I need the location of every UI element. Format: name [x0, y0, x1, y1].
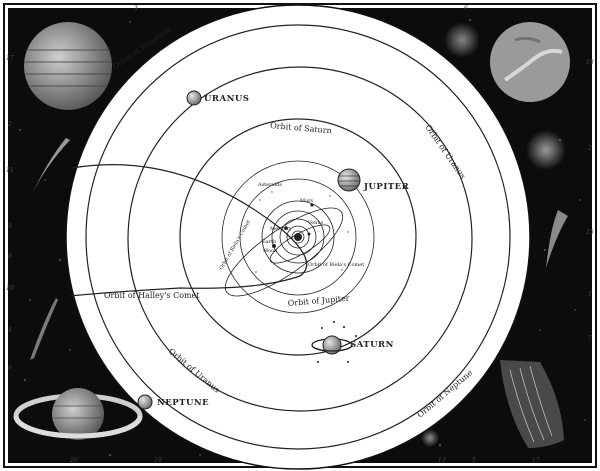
label-saturn: SATURN	[350, 340, 394, 350]
label-neptune: NEPTUNE	[157, 398, 209, 408]
margin-number: 19	[154, 457, 162, 464]
orbit-saturn	[127, 66, 473, 412]
planet-saturn	[311, 321, 357, 363]
star-field	[19, 19, 586, 456]
label-mercury: Mercury	[270, 226, 292, 232]
orbit-mercury	[286, 225, 310, 249]
margin-number: 10	[6, 285, 14, 292]
large-planet-top-left	[24, 22, 112, 110]
margin-number: 20	[69, 457, 78, 464]
margin-number: 18	[586, 59, 594, 66]
margin-number: 8	[8, 253, 12, 260]
planet-uranus	[186, 90, 202, 106]
small-star-glow	[421, 429, 439, 447]
ringed-planet-bottom-left	[13, 388, 143, 440]
comet-right	[546, 210, 568, 268]
orbit-uranus	[85, 24, 511, 450]
orbits	[69, 24, 511, 450]
label-venus: Venus	[307, 220, 324, 226]
label-orbit-halley: Orbit of Halley's Comet	[104, 291, 200, 300]
margin-number: 6	[8, 365, 12, 372]
planet-mercury	[307, 232, 311, 236]
planet-earth	[272, 244, 276, 248]
orbit-asteroids	[239, 178, 357, 296]
label-jupiter: JUPITER	[363, 182, 410, 192]
orbit-venus	[279, 218, 317, 256]
comet-left-2	[30, 298, 58, 360]
margin-number: 4	[7, 327, 12, 334]
large-planet-top-right	[490, 22, 570, 102]
label-moon: Moon	[263, 248, 278, 254]
margin-number: 2	[587, 145, 592, 152]
asteroid-dots	[255, 191, 349, 273]
margin-number: 6	[464, 5, 468, 12]
label-mars: Mars	[300, 198, 313, 204]
orbit-jupiter	[179, 118, 417, 356]
star-glow	[526, 130, 566, 170]
margin-numbers: 3 6 17 2 11 9 8 10 4 6 18 2 15 1 7 20 19…	[6, 5, 594, 464]
orbit-earth	[271, 210, 325, 264]
orbit-biela	[224, 207, 344, 297]
label-earth: Earth	[262, 239, 277, 245]
margin-number: 13	[438, 457, 446, 464]
margin-number: 5	[472, 457, 476, 464]
label-asteroids: Asteroids	[257, 182, 282, 188]
orbit-mars	[261, 200, 335, 274]
planet-mars	[310, 203, 314, 207]
margin-number: 7	[588, 335, 592, 342]
label-uranus: URANUS	[204, 94, 249, 104]
planet-neptune	[137, 394, 153, 410]
margin-number: 17	[6, 55, 14, 62]
margin-number: 3	[134, 5, 138, 12]
margin-number: 2	[7, 121, 12, 128]
planet-venus	[284, 226, 288, 230]
sun	[294, 233, 302, 241]
sun-ring	[291, 230, 305, 244]
label-orbit-biela-right: Orbit of Biela's Comet	[308, 262, 364, 268]
nebula-glow	[444, 22, 480, 58]
comet-left	[30, 138, 70, 198]
margin-number: 15	[586, 229, 594, 236]
planet-jupiter	[337, 168, 361, 192]
comet-bottom-right	[500, 360, 564, 448]
margin-number: 17	[532, 457, 540, 464]
margin-number: 1	[588, 291, 592, 298]
margin-number: 11	[6, 167, 14, 174]
orbit-halley	[69, 164, 308, 297]
margin-number: 9	[8, 223, 12, 230]
orbit-jupiter-inner	[221, 160, 375, 314]
